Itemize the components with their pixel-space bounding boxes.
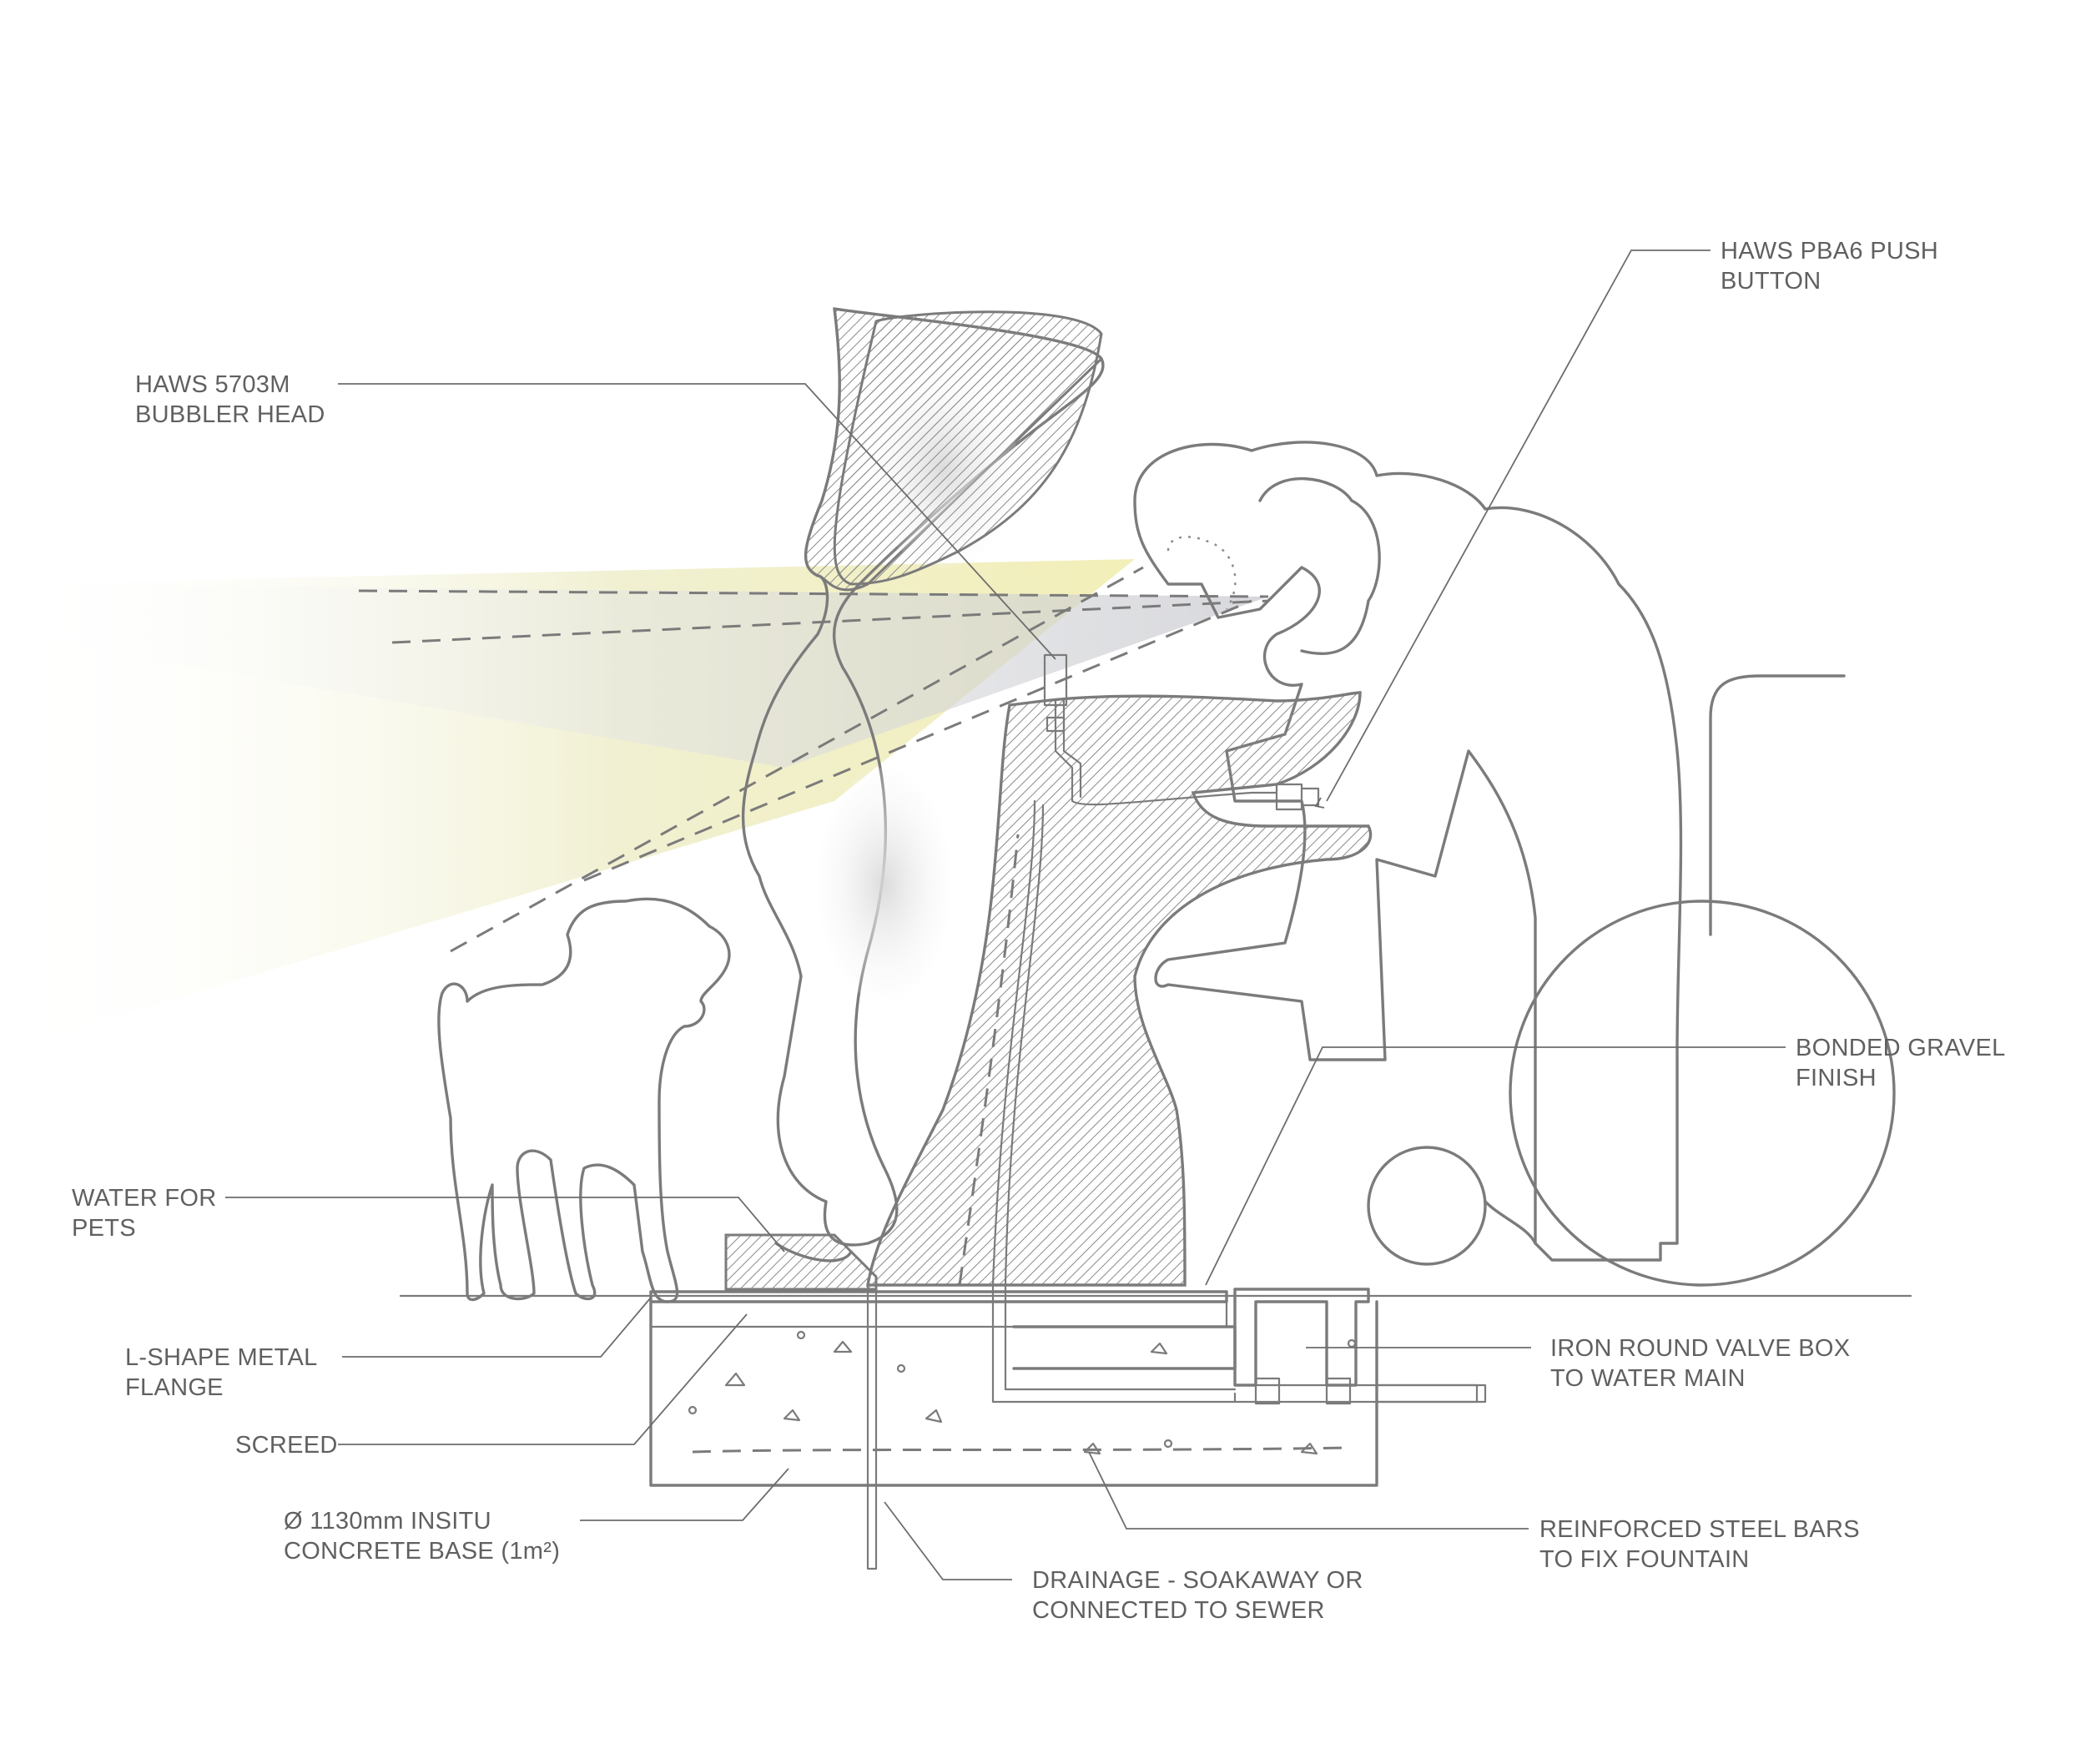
pipework	[866, 653, 1479, 1570]
wheelchair-caster	[1367, 1146, 1487, 1266]
label-valve-box: IRON ROUND VALVE BOX TO WATER MAIN	[1550, 1335, 1857, 1392]
pet-bowl	[724, 1233, 878, 1291]
leader-metal-flange	[342, 1297, 652, 1358]
leader-push-button	[1326, 249, 1711, 802]
label-drainage: DRAINAGE - SOAKAWAY OR CONNECTED TO SEWE…	[1032, 1567, 1370, 1624]
sightline-3	[450, 566, 1144, 953]
sight-cone-grey	[0, 584, 1268, 768]
label-metal-flange: L-SHAPE METAL FLANGE	[125, 1344, 324, 1401]
label-steel-bars: REINFORCED STEEL BARS TO FIX FOUNTAIN	[1539, 1516, 1867, 1573]
wheelchair-user	[1133, 441, 1896, 1287]
leader-water-for-pets	[225, 1197, 785, 1252]
label-screed: SCREED	[235, 1432, 338, 1459]
leader-bonded-gravel	[1205, 1046, 1786, 1286]
leader-steel-bars	[1088, 1451, 1529, 1530]
leader-concrete-base	[580, 1468, 789, 1521]
bubbler-hood	[833, 310, 1103, 586]
wheelchair-wheel	[1509, 900, 1896, 1287]
sightline-4	[583, 599, 1252, 882]
label-push-button: HAWS PBA6 PUSH BUTTON	[1721, 238, 1945, 295]
leader-lines	[225, 249, 1786, 1580]
leader-bubbler-head	[338, 383, 1056, 660]
sightline-2	[391, 599, 1269, 644]
label-water-for-pets: WATER FOR PETS	[72, 1185, 224, 1242]
push-button-fixture	[1275, 783, 1303, 811]
sightline-1	[358, 589, 1269, 598]
leader-drainage	[884, 1501, 1012, 1580]
aggregate-marks	[688, 1330, 1357, 1455]
fountain-body-section	[724, 691, 1373, 1291]
dog	[437, 897, 731, 1303]
label-concrete-base: Ø 1130mm INSITU CONCRETE BASE (1m²)	[284, 1508, 560, 1565]
callout-labels: HAWS 5703M BUBBLER HEAD HAWS PBA6 PUSH B…	[72, 238, 2012, 1624]
label-bonded-gravel: BONDED GRAVEL FINISH	[1796, 1035, 2012, 1091]
label-bubbler-head: HAWS 5703M BUBBLER HEAD	[135, 371, 325, 428]
ground-and-base	[399, 1288, 1912, 1487]
leader-screed	[338, 1313, 748, 1445]
bubbler-head-fixture	[1043, 653, 1068, 707]
